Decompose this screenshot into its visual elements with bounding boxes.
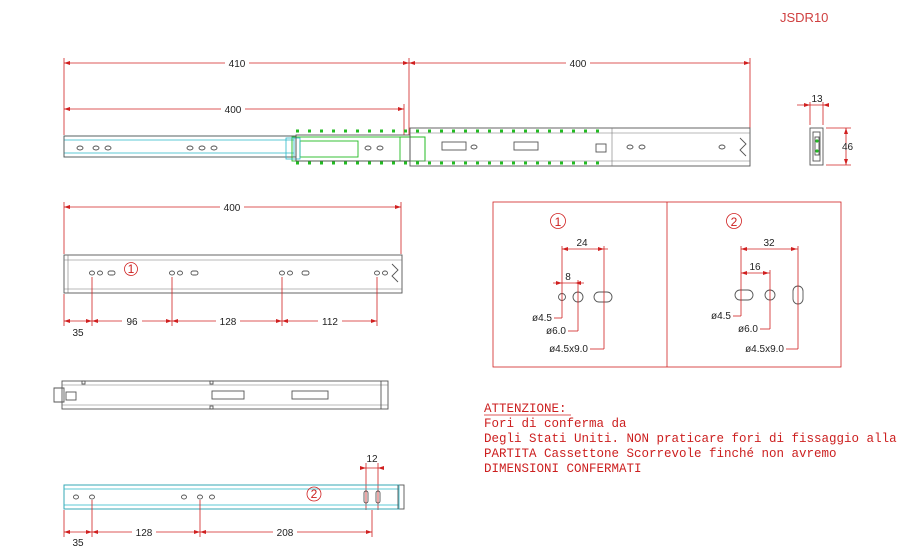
ball-bearing <box>560 129 563 133</box>
ball-bearing <box>536 129 539 133</box>
dim-inner-rail-length: 400 <box>225 105 242 116</box>
ball-bearing <box>392 161 395 165</box>
ball-bearing <box>452 129 455 133</box>
ball-bearing <box>428 129 431 133</box>
slide-top-view: 410 400 400 <box>63 57 751 167</box>
ball-bearing <box>452 161 455 165</box>
ball-bearing <box>440 161 443 165</box>
detail1-hole-a: ø4.5 <box>532 313 552 324</box>
drawing-code: JSDR10 <box>780 10 828 25</box>
ball-bearing <box>392 129 395 133</box>
ball-bearing <box>476 161 479 165</box>
ball-bearing <box>512 161 515 165</box>
ball-bearing <box>572 161 575 165</box>
ball-bearing <box>332 129 335 133</box>
ball-bearing <box>476 129 479 133</box>
detail-marker-2: 2 <box>311 487 318 501</box>
ball-bearing <box>596 161 599 165</box>
ball-bearing <box>344 129 347 133</box>
ball-bearing <box>380 129 383 133</box>
ball-bearing <box>464 129 467 133</box>
detail1-hole-b: ø6.0 <box>546 326 566 337</box>
ball-bearing <box>320 129 323 133</box>
dim-rail1-d: 112 <box>322 317 338 328</box>
ball-bearing <box>500 161 503 165</box>
ball-bearing <box>404 129 407 133</box>
ball-bearing <box>404 161 407 165</box>
ball-bearing <box>524 129 527 133</box>
detail2-slot: ø4.5x9.0 <box>745 344 784 355</box>
middle-rail-view: 12 2 35 128 208 <box>63 454 405 549</box>
ball-bearing <box>548 161 551 165</box>
dim-rail-length: 400 <box>224 203 241 214</box>
detail1-marker: 1 <box>555 215 562 229</box>
detail2-dim-narrow: 16 <box>749 262 761 273</box>
detail1-dim-narrow: 8 <box>565 272 571 283</box>
detail2-hole-b: ø6.0 <box>738 324 758 335</box>
dim-rail1-c: 128 <box>220 317 237 328</box>
slide-end-view: 13 46 <box>797 94 854 166</box>
ball-bearing <box>584 161 587 165</box>
detail1-slot: ø4.5x9.0 <box>549 344 588 355</box>
notice-line-2: Degli Stati Uniti. NON praticare fori di… <box>484 432 897 446</box>
ball-bearing <box>380 161 383 165</box>
inner-rail-view: 400 1 35 96 128 <box>63 201 403 339</box>
notice-line-1: Fori di conferma da <box>484 417 627 431</box>
ball-bearing <box>536 161 539 165</box>
ball-bearing <box>488 129 491 133</box>
dim-rail3-b: 128 <box>136 528 153 539</box>
ball-bearing <box>308 161 311 165</box>
ball-bearing <box>548 129 551 133</box>
ball-bearing <box>488 161 491 165</box>
ball-bearing-cage <box>296 129 599 165</box>
dim-slot-width: 12 <box>366 454 378 465</box>
ball-bearing <box>368 129 371 133</box>
detail2-dim-wide: 32 <box>763 238 775 249</box>
ball-bearing <box>596 129 599 133</box>
ball-bearing <box>308 129 311 133</box>
notice-heading: ATTENZIONE: <box>484 402 567 416</box>
dim-end-width: 13 <box>811 94 823 105</box>
ball-bearing <box>500 129 503 133</box>
ball-bearing <box>320 161 323 165</box>
dim-rail3-c: 208 <box>277 528 294 539</box>
ball-bearing <box>512 129 515 133</box>
dim-outer-rail-length: 400 <box>570 59 587 70</box>
attention-notice: ATTENZIONE: Fori di conferma da Degli St… <box>484 402 897 476</box>
dim-rail1-b: 96 <box>126 317 138 328</box>
ball-bearing <box>356 129 359 133</box>
ball-bearing <box>464 161 467 165</box>
ball-bearing <box>332 161 335 165</box>
ball-bearing <box>416 129 419 133</box>
dim-end-height: 46 <box>842 142 854 153</box>
detail1-dim-wide: 24 <box>576 238 588 249</box>
ball-bearing <box>584 129 587 133</box>
notice-line-3: PARTITA Cassettone Scorrevole finché non… <box>484 447 837 461</box>
ball-bearing <box>344 161 347 165</box>
outer-rail-view <box>53 380 389 410</box>
ball-bearing <box>296 161 299 165</box>
ball-bearing <box>440 129 443 133</box>
detail2-hole-a: ø4.5 <box>711 311 731 322</box>
dim-rail1-a: 35 <box>72 328 84 339</box>
dim-rail3-a: 35 <box>72 538 84 549</box>
detail2-marker: 2 <box>731 215 738 229</box>
dim-total-length: 410 <box>229 59 246 70</box>
ball-bearing <box>572 129 575 133</box>
ball-bearing <box>368 161 371 165</box>
ball-bearing <box>356 161 359 165</box>
notice-line-4: DIMENSIONI CONFERMATI <box>484 462 642 476</box>
detail-marker-1: 1 <box>128 262 135 276</box>
ball-bearing <box>416 161 419 165</box>
ball-bearing <box>428 161 431 165</box>
hole-detail-box: 1 24 8 ø4.5 ø6.0 ø4.5x9.0 2 32 16 <box>492 201 842 368</box>
ball-bearing <box>296 129 299 133</box>
ball-bearing <box>560 161 563 165</box>
ball-bearing <box>524 161 527 165</box>
